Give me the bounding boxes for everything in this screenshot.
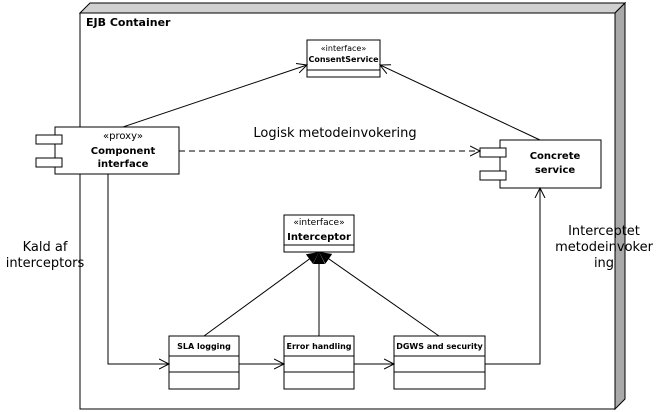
component-interface[interactable]: «proxy» Component interface (35, 126, 180, 175)
error-handling-class[interactable]: Error handling (283, 335, 355, 390)
proxy-to-sla-arrow (107, 174, 169, 364)
error-handling-name: Error handling (286, 342, 351, 351)
interceptor-calls-line2: interceptors (5, 256, 85, 271)
logical-invocation-label: Logisk metodeinvokering (240, 126, 430, 142)
interceptor-calls-line1: Kald af (22, 240, 68, 255)
dgws-realizes-interceptor-arrow (318, 251, 440, 337)
consent-service-stereotype: «interface» (321, 44, 367, 53)
concrete-service-name-line2: service (535, 165, 576, 176)
interceptor-calls-label: Kald af interceptors (0, 240, 90, 272)
container-title: EJB Container (86, 16, 171, 29)
intercepted-invocation-label: Interceptet metodeinvoker ing (549, 224, 659, 272)
intercepted-line1: Interceptet (568, 224, 640, 239)
intercepted-line3: ing (593, 256, 615, 271)
interceptor-name: Interceptor (287, 232, 351, 243)
concrete-to-consent-arrow (380, 65, 541, 141)
dgws-security-class[interactable]: DGWS and security (393, 335, 486, 390)
interceptor-interface[interactable]: «interface» Interceptor (283, 214, 355, 253)
consent-service-name: ConsentService (308, 55, 379, 64)
component-interface-name-line2: interface (98, 159, 149, 170)
interceptor-stereotype: «interface» (293, 218, 344, 228)
proxy-to-consent-arrow (122, 65, 307, 128)
logical-invocation-text: Logisk metodeinvokering (253, 126, 417, 141)
dgws-to-concrete-arrow (485, 188, 540, 365)
concrete-service-name-line1: Concrete (530, 151, 581, 162)
intercepted-line2: metodeinvoker (555, 240, 653, 255)
concrete-service[interactable]: Concrete service (479, 139, 602, 189)
component-interface-name-line1: Component (91, 146, 156, 157)
dgws-security-name: DGWS and security (396, 342, 483, 351)
consent-service-interface[interactable]: «interface» ConsentService (306, 39, 381, 78)
component-interface-stereotype: «proxy» (103, 131, 143, 142)
sla-realizes-interceptor-arrow (203, 251, 320, 337)
sla-logging-name: SLA logging (177, 342, 231, 351)
sla-logging-class[interactable]: SLA logging (168, 335, 240, 390)
